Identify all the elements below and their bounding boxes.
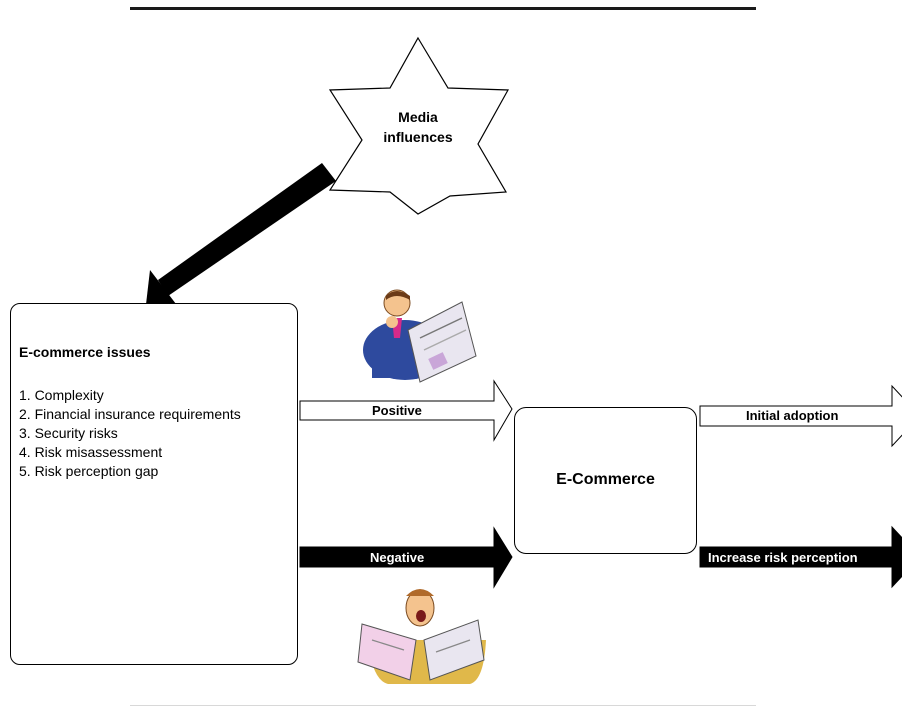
initial-adoption-arrow-shape [699, 384, 902, 448]
positive-arrow-shape [299, 379, 513, 442]
issue-item: 1. Complexity [19, 387, 104, 403]
issues-list: 1. Complexity 2. Financial insurance req… [19, 386, 241, 481]
ecommerce-issues-box: E-commerce issues 1. Complexity 2. Finan… [10, 303, 298, 665]
media-label-line1: Media [398, 109, 438, 125]
issue-item: 4. Risk misassessment [19, 444, 163, 460]
media-label-line2: influences [383, 129, 453, 145]
bottom-rule [130, 705, 756, 706]
top-rule [130, 7, 756, 10]
issue-item: 3. Security risks [19, 425, 118, 441]
negative-arrow-shape [299, 526, 513, 589]
negative-label: Negative [370, 550, 425, 565]
media-arrow [145, 163, 336, 313]
man-reading-newspaper-clipart-positive [363, 289, 477, 383]
media-star-shape [328, 36, 510, 215]
ecommerce-label: E-Commerce [556, 471, 655, 488]
man-reading-newspaper-clipart-negative [357, 589, 486, 684]
positive-label: Positive [372, 403, 422, 418]
issue-item: 2. Financial insurance requirements [19, 406, 241, 422]
increase-risk-arrow-shape [699, 525, 902, 589]
ecommerce-center-box: E-Commerce [514, 407, 697, 554]
media-influences-label: Media influences [368, 107, 468, 147]
issues-title: E-commerce issues [19, 344, 151, 360]
issue-item: 5. Risk perception gap [19, 463, 159, 479]
